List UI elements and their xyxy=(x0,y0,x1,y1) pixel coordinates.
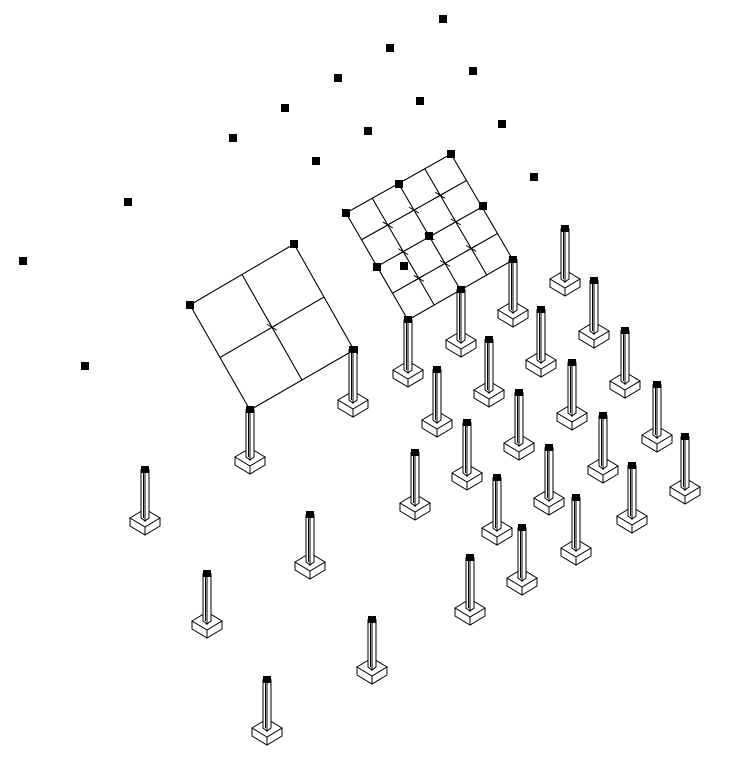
column-footing xyxy=(191,570,223,639)
panel-joint xyxy=(400,262,408,270)
grid-point xyxy=(416,97,424,105)
grid-point xyxy=(229,134,237,142)
column-footing xyxy=(497,256,529,328)
column-footing xyxy=(525,306,557,378)
grid-point xyxy=(281,104,289,112)
column-footing xyxy=(578,277,610,349)
column-footing xyxy=(392,316,424,388)
column-footing xyxy=(616,462,648,534)
grid-point xyxy=(439,15,447,23)
column-footing xyxy=(337,346,369,418)
grid-point xyxy=(19,257,27,265)
grid-points-layer xyxy=(19,15,538,370)
panel-corner-joint xyxy=(290,240,298,248)
grid-point xyxy=(124,198,132,206)
column-footing xyxy=(421,366,453,438)
panel-joint xyxy=(395,180,403,188)
panel-joint xyxy=(425,232,433,240)
column-footing xyxy=(506,524,538,596)
grid-point xyxy=(386,44,394,52)
floor-panel-4x4 xyxy=(342,150,517,324)
panel-corner-joint xyxy=(447,150,455,158)
grid-point xyxy=(469,67,477,75)
column-footing xyxy=(129,466,161,536)
grid-point xyxy=(312,157,320,165)
grid-point xyxy=(530,173,538,181)
panel-corner-joint xyxy=(342,209,350,217)
column-footing xyxy=(234,406,266,475)
column-footing xyxy=(454,554,486,626)
column-footing xyxy=(481,474,513,546)
panel-joint xyxy=(479,202,487,210)
column-footing xyxy=(609,327,641,399)
column-footing xyxy=(549,225,581,297)
columns-layer xyxy=(129,225,701,746)
column-footing xyxy=(641,381,673,453)
column-footing xyxy=(451,419,483,491)
column-footing xyxy=(669,433,701,505)
grid-point xyxy=(498,120,506,128)
floor-panel-2x2 xyxy=(186,240,358,414)
column-footing xyxy=(251,676,283,746)
grid-point xyxy=(334,74,342,82)
panel-corner-joint xyxy=(186,301,194,309)
column-footing xyxy=(556,359,588,431)
grid-point xyxy=(364,127,372,135)
column-footing xyxy=(473,336,505,408)
column-footing xyxy=(356,616,388,685)
column-footing xyxy=(560,494,592,566)
column-footing xyxy=(533,444,565,516)
panel-joint xyxy=(373,263,381,271)
column-footing xyxy=(587,412,619,484)
column-footing xyxy=(294,511,326,580)
column-footing xyxy=(445,286,477,358)
column-footing xyxy=(399,449,431,521)
column-footing xyxy=(503,389,535,461)
grid-point xyxy=(81,362,89,370)
